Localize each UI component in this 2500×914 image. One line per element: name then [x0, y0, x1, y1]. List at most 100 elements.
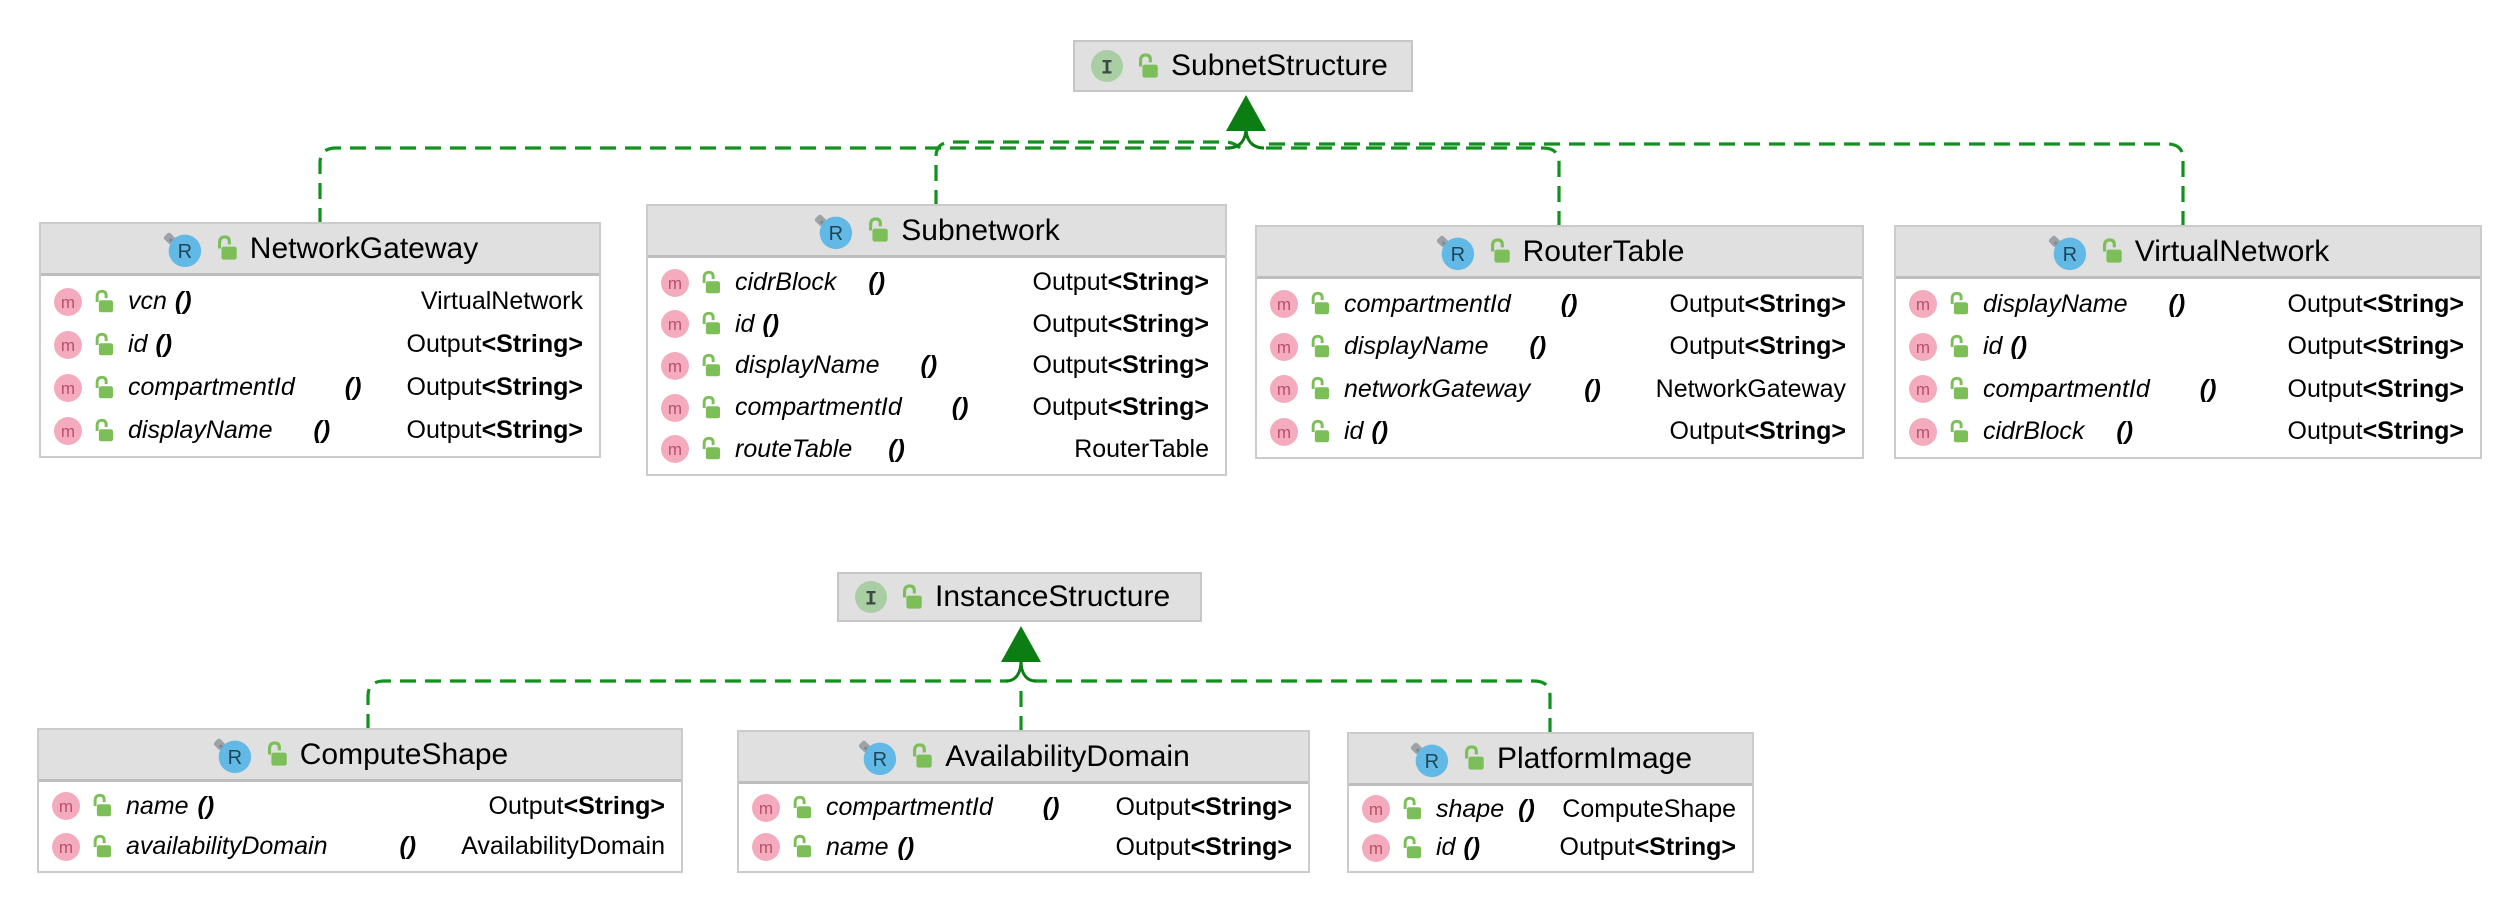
class-header[interactable]: AvailabilityDomain [739, 732, 1308, 784]
edge-junction-fillet [1244, 127, 1265, 150]
class-header[interactable]: ComputeShape [39, 730, 681, 782]
method-return-type: Output<String> [406, 373, 583, 401]
method-icon [660, 393, 690, 423]
edge-virtualnetwork-subnetstructure[interactable] [1262, 142, 2185, 227]
method-name: id [1436, 833, 1456, 862]
method-parens: () [2168, 289, 2186, 318]
unlocked-icon [1308, 334, 1332, 360]
interface-node-subnetstructure[interactable]: SubnetStructure [1073, 40, 1413, 92]
class-header[interactable]: NetworkGateway [41, 224, 599, 276]
method-row[interactable]: cidrBlock()Output<String> [648, 262, 1225, 304]
unlocked-icon [699, 311, 723, 337]
class-header[interactable]: Subnetwork [648, 206, 1225, 258]
class-node-subnetwork[interactable]: Subnetwork cidrBlock()Output<String>id()… [646, 204, 1227, 476]
method-name: networkGateway [1344, 374, 1531, 403]
method-icon [51, 832, 81, 862]
method-parens: () [951, 393, 969, 422]
method-name: name [826, 832, 889, 861]
class-icon [1409, 738, 1451, 780]
method-row[interactable]: compartmentId()Output<String> [739, 788, 1308, 828]
method-name: shape [1436, 794, 1505, 823]
edge-junction-fillet [1227, 127, 1248, 150]
unlocked-icon [92, 375, 116, 401]
method-name: compartmentId [826, 793, 993, 822]
method-name: displayName [1344, 332, 1489, 361]
unlocked-icon [1947, 334, 1971, 360]
method-name: id [128, 330, 148, 358]
unlocked-icon [699, 436, 723, 462]
unlocked-icon [92, 289, 116, 315]
method-return-type: Output<String> [1032, 393, 1209, 422]
unlocked-icon [899, 583, 925, 612]
method-row[interactable]: displayName()Output<String> [1896, 283, 2480, 326]
method-return-type: Output<String> [2287, 289, 2464, 318]
unlocked-icon [790, 795, 814, 821]
method-name: compartmentId [128, 373, 295, 401]
edge-computeshape-instancestructure[interactable] [366, 679, 1008, 730]
method-icon [660, 434, 690, 464]
edge-junction-fillet [1005, 660, 1023, 683]
method-parens: () [174, 287, 192, 315]
method-row[interactable]: id()Output<String> [1257, 411, 1862, 454]
method-parens: () [868, 268, 886, 297]
method-row[interactable]: networkGateway()NetworkGateway [1257, 368, 1862, 411]
class-node-routertable[interactable]: RouterTable compartmentId()Output<String… [1255, 225, 1864, 459]
method-parens: () [2116, 417, 2134, 446]
method-row[interactable]: compartmentId()Output<String> [1257, 283, 1862, 326]
unlocked-icon [1308, 291, 1332, 317]
method-row[interactable]: availabilityDomain()AvailabilityDomain [39, 827, 681, 868]
method-row[interactable]: shape()ComputeShape [1349, 790, 1752, 829]
method-row[interactable]: id()Output<String> [1349, 829, 1752, 868]
interface-title: InstanceStructure [935, 580, 1171, 613]
method-row[interactable]: id()Output<String> [41, 323, 599, 366]
edge-platformimage-instancestructure[interactable] [1034, 679, 1552, 734]
method-row[interactable]: name()Output<String> [739, 828, 1308, 868]
method-return-type: RouterTable [1074, 434, 1209, 463]
interface-node-instancestructure[interactable]: InstanceStructure [837, 572, 1202, 622]
method-name: id [735, 309, 755, 338]
method-parens: () [1560, 289, 1578, 318]
method-row[interactable]: displayName()Output<String> [41, 409, 599, 452]
class-header[interactable]: RouterTable [1257, 227, 1862, 279]
class-node-availabilitydomain[interactable]: AvailabilityDomain compartmentId()Output… [737, 730, 1310, 873]
method-icon [53, 416, 83, 446]
class-node-computeshape[interactable]: ComputeShape name()Output<String>availab… [37, 728, 683, 873]
method-row[interactable]: displayName()Output<String> [648, 345, 1225, 387]
method-parens: () [1518, 794, 1535, 823]
class-header[interactable]: VirtualNetwork [1896, 227, 2480, 279]
method-parens: () [1371, 417, 1389, 446]
method-row[interactable]: name()Output<String> [39, 786, 681, 827]
method-row[interactable]: compartmentId()Output<String> [648, 387, 1225, 429]
method-row[interactable]: id()Output<String> [648, 304, 1225, 346]
method-name: routeTable [735, 434, 853, 463]
method-parens: () [1529, 332, 1547, 361]
method-row[interactable]: routeTable()RouterTable [648, 428, 1225, 470]
method-parens: () [1463, 833, 1481, 862]
class-node-virtualnetwork[interactable]: VirtualNetwork displayName()Output<Strin… [1894, 225, 2482, 459]
edge-subnetwork-subnetstructure[interactable] [934, 140, 1242, 206]
instance-structure-edge-group [366, 626, 1552, 734]
method-name: vcn [128, 287, 167, 315]
class-header[interactable]: PlatformImage [1349, 734, 1752, 786]
class-icon [857, 736, 899, 778]
method-return-type: Output<String> [1032, 351, 1209, 380]
method-icon [751, 832, 781, 862]
unlocked-icon [1308, 419, 1332, 445]
method-row[interactable]: displayName()Output<String> [1257, 326, 1862, 369]
method-row[interactable]: id()Output<String> [1896, 326, 2480, 369]
method-row[interactable]: vcn()VirtualNetwork [41, 280, 599, 323]
method-parens: () [1042, 793, 1060, 822]
edge-routertable-subnetstructure[interactable] [1262, 146, 1561, 227]
method-icon [53, 330, 83, 360]
method-row[interactable]: compartmentId()Output<String> [41, 366, 599, 409]
method-row[interactable]: compartmentId()Output<String> [1896, 368, 2480, 411]
method-row[interactable]: cidrBlock()Output<String> [1896, 411, 2480, 454]
method-name: availabilityDomain [126, 832, 328, 861]
method-parens: () [1584, 374, 1601, 403]
method-name: cidrBlock [735, 268, 837, 297]
method-return-type: Output<String> [1669, 289, 1846, 318]
method-name: compartmentId [1983, 374, 2150, 403]
